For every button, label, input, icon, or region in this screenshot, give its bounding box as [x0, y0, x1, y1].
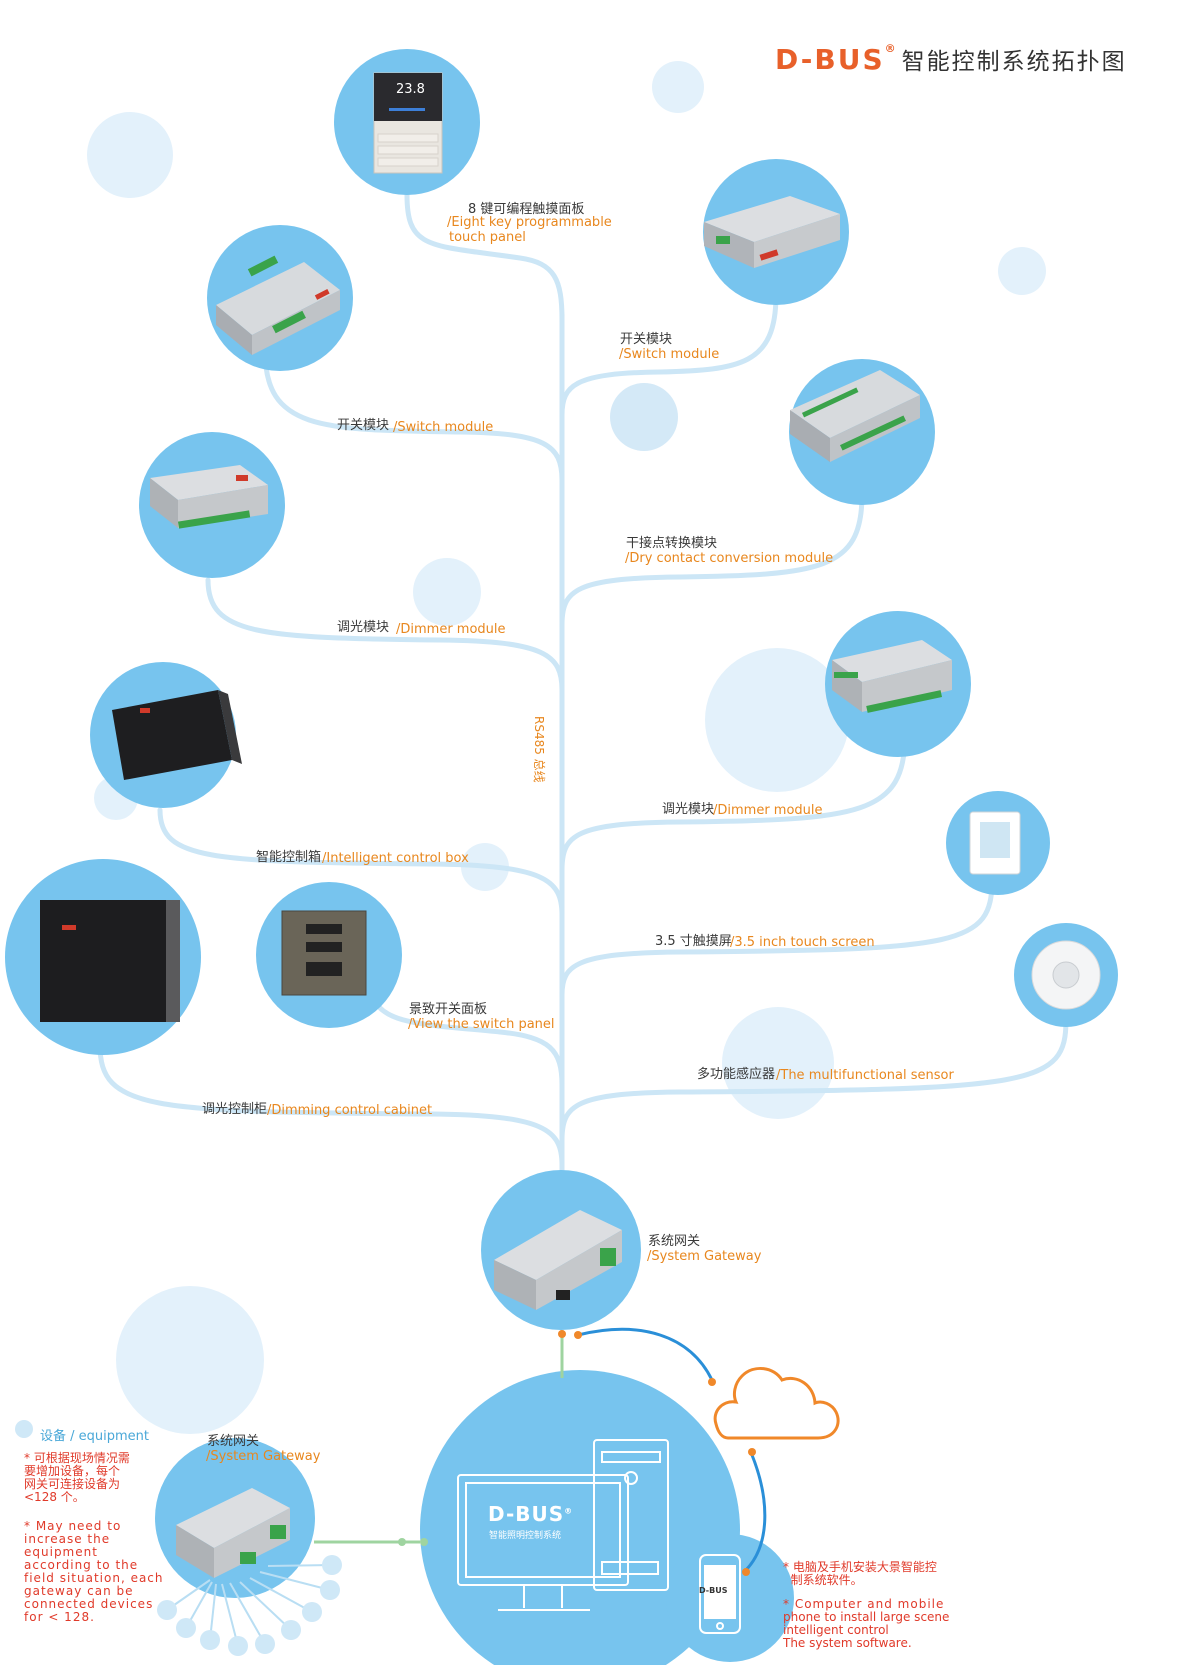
- registered-mark: ®: [884, 42, 898, 55]
- gateway-main-label-cn: 系统网关: [648, 1234, 701, 1249]
- rs485-bus-label: RS485 总线: [532, 716, 546, 783]
- switch-module-right-label-cn: 开关模块: [620, 332, 673, 347]
- control-box-label-en: /Intelligent control box: [322, 851, 469, 866]
- equipment-note-en-line: according to the: [24, 1558, 139, 1572]
- touch-screen-device: [969, 811, 1021, 875]
- sensor-device: [1031, 940, 1101, 1010]
- dimmer-module-right-label-cn: 调光模块: [662, 802, 715, 817]
- gateway-main-device: [494, 1210, 622, 1310]
- equipment-note-cn-line: <128 个。: [24, 1490, 85, 1504]
- gateway-bottom-device: [176, 1488, 290, 1578]
- dimmer-module-left-label-en: /Dimmer module: [396, 622, 506, 637]
- pc-brand-text: D-BUS: [488, 1502, 565, 1526]
- view-switch-panel-device: [281, 910, 367, 996]
- software-note-en-line: * Computer and mobile: [783, 1597, 945, 1611]
- phone-brand: D-BUS: [699, 1586, 728, 1595]
- dimming-cabinet-label-cn: 调光控制柜: [202, 1102, 268, 1117]
- view-switch-label-cn: 景致开关面板: [409, 1002, 488, 1017]
- equipment-note-cn-line: 网关可连接设备为: [24, 1477, 121, 1491]
- dry-contact-label-en: /Dry contact conversion module: [625, 551, 834, 566]
- eight-key-panel-label-en-1: /Eight key programmable: [447, 215, 612, 230]
- equipment-note-en-line: increase the: [24, 1532, 111, 1546]
- panel-screen-value: 23.8: [396, 82, 425, 97]
- switch-module-left-label-cn: 开关模块: [337, 418, 390, 433]
- software-note-en-line: The system software.: [783, 1636, 912, 1650]
- equipment-note-cn-line: * 可根据现场情况需: [24, 1451, 130, 1465]
- view-switch-label-en: /View the switch panel: [408, 1017, 555, 1032]
- switch-module-right-device: [704, 196, 840, 268]
- switch-module-left-device: [216, 255, 340, 355]
- computer-icon: [457, 1439, 669, 1611]
- software-note-cn: * 电脑及手机安装大景智能控 制系统软件。: [783, 1561, 937, 1587]
- pc-brand-mark: ®: [564, 1506, 574, 1516]
- page-header: D-BUS®智能控制系统拓扑图: [775, 42, 1127, 76]
- equipment-note-en-line: * May need to: [24, 1519, 122, 1533]
- pc-brand: D-BUS®: [488, 1502, 573, 1526]
- software-note-cn-line: 制系统软件。: [783, 1573, 863, 1587]
- touch-screen-label-en: /3.5 inch touch screen: [730, 935, 875, 950]
- dbus-logo: D-BUS: [775, 43, 885, 76]
- dry-contact-module-device: [790, 370, 920, 462]
- equipment-note-en-line: field situation, each: [24, 1571, 164, 1585]
- equipment-dots: [15, 1420, 342, 1656]
- gateway-bottom-label-cn: 系统网关: [207, 1434, 260, 1449]
- sensor-label-en: /The multifunctional sensor: [776, 1068, 954, 1083]
- software-note-cn-line: * 电脑及手机安装大景智能控: [783, 1560, 937, 1574]
- dimming-cabinet-label-en: /Dimming control cabinet: [267, 1103, 433, 1118]
- intelligent-control-box-device: [112, 690, 242, 780]
- equipment-note-en-line: for < 128.: [24, 1610, 95, 1624]
- software-note-en-line: intelligent control: [783, 1623, 889, 1637]
- equipment-note-cn: * 可根据现场情况需 要增加设备，每个 网关可连接设备为 <128 个。: [24, 1452, 130, 1504]
- equipment-heading: 设备 / equipment: [40, 1429, 149, 1444]
- gateway-main-label-en: /System Gateway: [647, 1249, 762, 1264]
- decorative-bubbles: [87, 61, 1046, 1434]
- equipment-note-en-line: gateway can be: [24, 1584, 134, 1598]
- equipment-note-en-line: connected devices: [24, 1597, 154, 1611]
- equipment-note-en: * May need to increase the equipment acc…: [24, 1520, 164, 1624]
- cloud-icon: [713, 1367, 840, 1440]
- eight-key-panel-label-cn: 8 键可编程触摸面板: [468, 202, 585, 217]
- switch-module-right-label-en: /Switch module: [619, 347, 720, 362]
- dimmer-module-left-device: [150, 465, 268, 529]
- dimmer-module-left-label-cn: 调光模块: [337, 620, 390, 635]
- eight-key-panel-label-en-2: touch panel: [449, 230, 526, 245]
- equipment-note-en-line: equipment: [24, 1545, 98, 1559]
- control-box-label-cn: 智能控制箱: [256, 850, 322, 865]
- computer-circle[interactable]: [420, 1370, 740, 1665]
- dry-contact-label-cn: 干接点转换模块: [626, 536, 718, 551]
- page-title: 智能控制系统拓扑图: [901, 49, 1127, 75]
- network-links: [314, 1327, 767, 1576]
- dimmer-module-right-label-en: /Dimmer module: [713, 803, 823, 818]
- switch-module-left-label-en: /Switch module: [393, 420, 494, 435]
- gateway-bottom-label-en: /System Gateway: [206, 1449, 321, 1464]
- sensor-label-cn: 多功能感应器: [697, 1067, 776, 1082]
- pc-subtitle: 智能照明控制系统: [489, 1531, 562, 1541]
- software-note-en-line: phone to install large scene: [783, 1610, 950, 1624]
- dimmer-module-right-device: [832, 640, 952, 713]
- equipment-note-cn-line: 要增加设备，每个: [24, 1464, 121, 1478]
- eight-key-panel-device: [373, 72, 443, 174]
- phone-icon: [699, 1554, 741, 1634]
- touch-screen-label-cn: 3.5 寸触摸屏: [655, 934, 732, 949]
- dimming-cabinet-device: [40, 900, 180, 1022]
- software-note-en: * Computer and mobile phone to install l…: [783, 1598, 949, 1650]
- equipment-bullet-icon: [15, 1420, 33, 1438]
- rs485-bus: [97, 192, 1069, 1178]
